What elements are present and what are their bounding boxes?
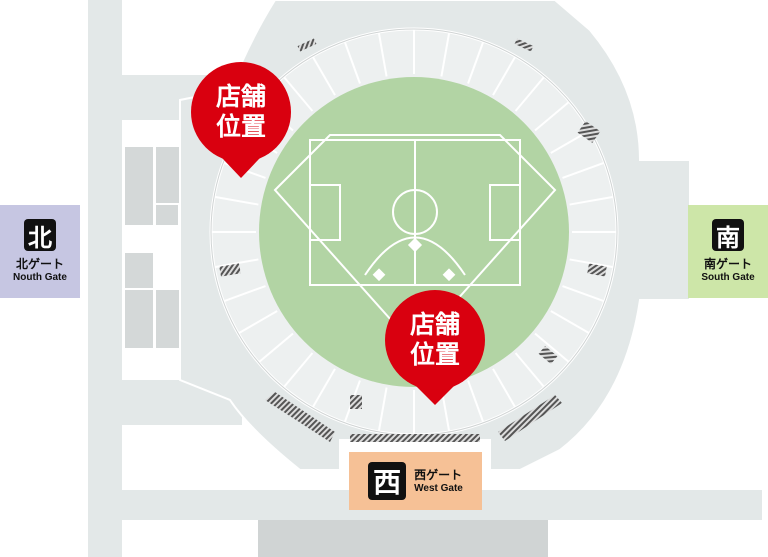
section-divider: [222, 285, 266, 303]
pin-label-line2: 位置: [409, 340, 460, 369]
section-divider: [311, 55, 336, 96]
west-gate-icon: 西: [368, 462, 407, 500]
section-divider: [257, 332, 294, 364]
section-divider: [569, 195, 615, 206]
bases: [372, 237, 456, 282]
north-gate-label-jp: 北ゲート: [15, 257, 64, 271]
section-lines: [211, 29, 617, 435]
section-divider: [562, 285, 606, 303]
section-divider: [311, 368, 336, 409]
hatched-seats: [219, 38, 607, 442]
section-divider: [534, 100, 571, 132]
south-gate-icon: 南: [712, 219, 744, 252]
store-pin-north-marker: [191, 62, 291, 178]
section-divider: [492, 368, 517, 409]
section-divider: [282, 352, 314, 389]
north-gate-icon: 北: [24, 219, 56, 252]
section-divider: [213, 195, 259, 206]
section-divider: [514, 352, 546, 389]
store-location-pin[interactable]: 店舗 位置: [191, 62, 291, 162]
north-gate-label-en: Nouth Gate: [13, 272, 67, 283]
section-divider: [377, 31, 388, 77]
south-gate-label-jp: 南ゲート: [703, 257, 752, 271]
section-divider: [492, 55, 517, 96]
pin-label-line1: 店舗: [215, 82, 266, 111]
south-gate[interactable]: 南 南ゲート South Gate: [688, 205, 768, 298]
section-divider: [467, 380, 485, 424]
section-divider: [440, 31, 451, 77]
section-divider: [213, 258, 259, 269]
store-location-pin[interactable]: 店舗 位置: [385, 290, 485, 390]
west-gate-label-jp: 西ゲート: [414, 467, 463, 482]
store-pin-west-marker: [385, 290, 485, 405]
section-divider: [343, 40, 361, 84]
section-divider: [562, 161, 606, 179]
section-divider: [534, 332, 571, 364]
north-gate[interactable]: 北 北ゲート Nouth Gate: [0, 205, 80, 298]
section-divider: [550, 310, 591, 335]
section-divider: [282, 75, 314, 112]
south-gate-label-en: South Gate: [701, 272, 755, 283]
section-divider: [514, 75, 546, 112]
section-divider: [467, 40, 485, 84]
pin-label-line1: 店舗: [409, 310, 460, 339]
section-divider: [237, 310, 278, 335]
west-gate[interactable]: 西 西ゲート West Gate: [349, 452, 482, 510]
section-divider: [569, 258, 615, 269]
pin-label-line2: 位置: [215, 112, 266, 141]
section-divider: [377, 387, 388, 433]
west-gate-label-en: West Gate: [414, 482, 463, 494]
